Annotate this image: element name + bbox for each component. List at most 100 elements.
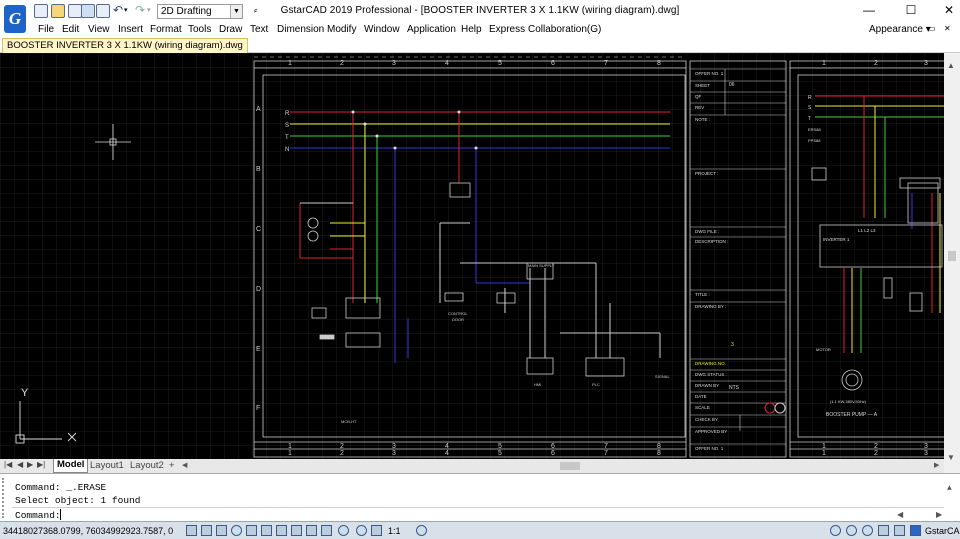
redo-icon[interactable]: ↷ xyxy=(135,3,146,17)
menu-format[interactable]: Format xyxy=(150,24,182,35)
command-scroll-up-icon[interactable]: ▲ xyxy=(947,484,952,493)
title-block-lines xyxy=(690,68,786,445)
column-number: 7 xyxy=(604,450,608,457)
restore-doc-icon[interactable]: ▭ xyxy=(928,24,936,33)
undo-icon[interactable]: ↶ xyxy=(113,3,124,17)
appearance-menu[interactable]: Appearance ▾ xyxy=(869,24,931,35)
close-doc-icon[interactable]: ✕ xyxy=(944,24,951,33)
settings-gear-icon[interactable] xyxy=(830,525,841,536)
gstarcad-brand-icon xyxy=(910,525,921,536)
tab-layout1[interactable]: Layout1 xyxy=(90,460,124,471)
hscroll-left-icon[interactable]: ◀ xyxy=(182,462,188,469)
first-layout-icon[interactable]: |◀ xyxy=(4,460,13,469)
save-as-icon[interactable] xyxy=(81,4,95,18)
title-block-field: DRAWN BY xyxy=(695,383,719,388)
undo-dropdown-icon[interactable]: ▾ xyxy=(124,7,128,14)
menu-view[interactable]: View xyxy=(88,24,110,35)
grid-toggle-icon[interactable] xyxy=(201,525,212,536)
command-grip-icon[interactable] xyxy=(2,478,10,518)
svg-text:ERS88: ERS88 xyxy=(808,127,821,132)
title-block-field: SCALE xyxy=(695,405,710,410)
svg-text:MOTOR: MOTOR xyxy=(816,347,831,352)
column-number: 5 xyxy=(498,450,502,457)
junction-dots xyxy=(351,110,478,150)
title-block-field: DRAWING NO. xyxy=(695,361,726,366)
scroll-down-icon[interactable]: ▼ xyxy=(947,453,955,462)
command-scroll-left-icon[interactable]: ◀ xyxy=(897,511,904,520)
column-number: 3 xyxy=(924,443,928,450)
tab-layout2[interactable]: Layout2 xyxy=(130,460,164,471)
print-icon[interactable] xyxy=(96,4,110,18)
document-tab[interactable]: BOOSTER INVERTER 3 X 1.1KW (wiring diagr… xyxy=(2,38,248,53)
dyn-toggle-icon[interactable] xyxy=(291,525,302,536)
menu-edit[interactable]: Edit xyxy=(62,24,80,35)
menu-collaboration[interactable]: Collaboration(G) xyxy=(528,24,602,35)
svg-text:BOOSTER PUMP — A: BOOSTER PUMP — A xyxy=(826,412,878,418)
menu-text[interactable]: Text xyxy=(250,24,269,35)
svg-text:L1 L2 L3: L1 L2 L3 xyxy=(858,228,876,233)
snap-toggle-icon[interactable] xyxy=(186,525,197,536)
command-input-row[interactable]: Command: xyxy=(12,507,944,521)
coordinates-readout[interactable]: 34418027368.0799, 76034992923.7587, 0 xyxy=(3,526,174,536)
next-layout-icon[interactable]: ▶ xyxy=(27,460,34,469)
document-tab-bar: BOOSTER INVERTER 3 X 1.1KW (wiring diagr… xyxy=(0,38,960,53)
annotation-icon[interactable] xyxy=(356,525,367,536)
lock-ui-icon[interactable] xyxy=(862,525,873,536)
menu-insert[interactable]: Insert xyxy=(118,24,144,35)
last-layout-icon[interactable]: ▶| xyxy=(37,460,46,469)
vertical-scrollbar[interactable]: ▲ ▼ xyxy=(944,53,960,473)
menu-application[interactable]: Application xyxy=(407,24,456,35)
model-space-icon[interactable] xyxy=(371,525,382,536)
open-icon[interactable] xyxy=(51,4,65,18)
menu-tools[interactable]: Tools xyxy=(188,24,212,35)
osnap-toggle-icon[interactable] xyxy=(246,525,257,536)
ducs-toggle-icon[interactable] xyxy=(276,525,287,536)
menu-file[interactable]: File xyxy=(38,24,55,35)
selection-cycling-icon[interactable] xyxy=(338,525,349,536)
transparency-toggle-icon[interactable] xyxy=(321,525,332,536)
workspace-select[interactable]: 2D Drafting▼ xyxy=(157,4,243,19)
close-button[interactable]: ✕ xyxy=(943,3,955,17)
menu-window[interactable]: Window xyxy=(364,24,400,35)
customize-toolbar-icon[interactable]: ⸗ xyxy=(254,5,257,15)
new-icon[interactable] xyxy=(34,4,48,18)
scroll-thumb[interactable] xyxy=(948,251,956,261)
menu-express[interactable]: Express xyxy=(489,24,526,35)
tab-model[interactable]: Model xyxy=(53,459,89,473)
command-scroll-right-icon[interactable]: ▶ xyxy=(936,511,943,520)
menu-dimension[interactable]: Dimension xyxy=(277,24,325,35)
command-window[interactable]: Command: _.ERASE Select object: 1 found … xyxy=(0,473,960,521)
appearance-label: Appearance xyxy=(869,24,923,35)
hscroll-thumb[interactable] xyxy=(560,462,580,470)
row-letter: D xyxy=(256,286,261,293)
minimize-button[interactable]: — xyxy=(863,3,875,17)
isolate-objects-icon[interactable] xyxy=(878,525,889,536)
maximize-button[interactable]: ☐ xyxy=(905,3,917,17)
ortho-toggle-icon[interactable] xyxy=(216,525,227,536)
annotation-visibility-icon[interactable] xyxy=(416,525,427,536)
right-sheet-wiring xyxy=(815,95,944,353)
hscroll-right-icon[interactable]: ▶ xyxy=(934,462,940,469)
title-block-field: NOTE : xyxy=(695,117,710,122)
title-block-field: DESCRIPTION : xyxy=(695,239,728,244)
column-number: 5 xyxy=(498,443,502,450)
lineweight-toggle-icon[interactable] xyxy=(306,525,317,536)
column-number: 2 xyxy=(874,450,878,457)
add-layout-button[interactable]: + xyxy=(169,460,175,471)
scale-value: NTS xyxy=(729,385,740,391)
clean-screen-icon[interactable] xyxy=(894,525,905,536)
workspace-switch-icon[interactable] xyxy=(846,525,857,536)
gstarcad-logo[interactable]: G xyxy=(4,5,26,33)
polar-toggle-icon[interactable] xyxy=(231,525,242,536)
phase-s-label: S xyxy=(285,123,289,129)
scroll-up-icon[interactable]: ▲ xyxy=(947,61,955,70)
prev-layout-icon[interactable]: ◀ xyxy=(17,460,24,469)
menu-draw[interactable]: Draw xyxy=(219,24,243,35)
menu-modify[interactable]: Modify xyxy=(327,24,357,35)
redo-dropdown-icon[interactable]: ▾ xyxy=(147,7,151,14)
annotation-scale[interactable]: 1:1 xyxy=(388,526,401,536)
otrack-toggle-icon[interactable] xyxy=(261,525,272,536)
menu-help[interactable]: Help xyxy=(461,24,482,35)
